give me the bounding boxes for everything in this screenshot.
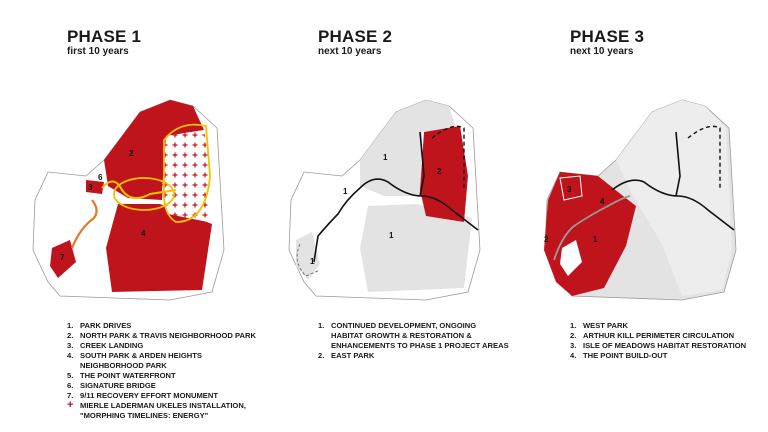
map-label: 1 bbox=[389, 231, 394, 240]
legend-item: 5.THE POINT WATERFRONT bbox=[67, 371, 176, 380]
south-park-area bbox=[360, 204, 472, 292]
legend-item: 3.CREEK LANDING bbox=[67, 341, 144, 350]
park-drive-branch bbox=[675, 131, 681, 197]
map-label: 4 bbox=[600, 197, 605, 206]
monument-area bbox=[50, 240, 76, 278]
west-inner-area bbox=[560, 240, 582, 276]
signature-bridge-path bbox=[101, 180, 177, 200]
phase-3-legend: 1.WEST PARK 2.ARTHUR KILL PERIMETER CIRC… bbox=[570, 321, 746, 361]
legend-item: 1.PARK DRIVES bbox=[67, 321, 132, 330]
phase-1-legend: 1.PARK DRIVES 2.NORTH PARK & TRAVIS NEIG… bbox=[67, 321, 256, 421]
phase-2-legend: 1.CONTINUED DEVELOPMENT, ONGOING HABITAT… bbox=[318, 321, 509, 361]
legend-item: 6.SIGNATURE BRIDGE bbox=[67, 381, 156, 390]
waterfront-path bbox=[162, 123, 211, 223]
park-drive bbox=[611, 179, 735, 231]
map-label: 2 bbox=[544, 235, 549, 244]
phase-1-subtitle: first 10 years bbox=[67, 46, 129, 57]
west-area bbox=[296, 232, 320, 280]
legend-item: 4.SOUTH PARK & ARDEN HEIGHTS NEIGHBORHOO… bbox=[67, 351, 202, 370]
bridge-ring bbox=[113, 177, 175, 211]
map-label: 3 bbox=[567, 185, 572, 194]
map-label: 1 bbox=[593, 235, 598, 244]
phase-2-title: PHASE 2 bbox=[318, 27, 393, 46]
map-label: 1 bbox=[383, 153, 388, 162]
map-label: 1 bbox=[310, 257, 315, 266]
legend-item: 2.ARTHUR KILL PERIMETER CIRCULATION bbox=[570, 331, 735, 340]
phase-2-panel: PHASE 2 next 10 years 1 1 2 1 1 1.CONTIN… bbox=[256, 0, 512, 432]
legend-item: +MIERLE LADERMAN UKELES INSTALLATION, "M… bbox=[67, 399, 246, 421]
north-park-area bbox=[104, 100, 204, 200]
park-drive-branch bbox=[419, 131, 425, 197]
map-label: 1 bbox=[343, 187, 348, 196]
map-label: 3 bbox=[88, 183, 93, 192]
legend-item: 3.ISLE OF MEADOWS HABITAT RESTORATION bbox=[570, 341, 747, 350]
legend-item: 7.9/11 RECOVERY EFFORT MONUMENT bbox=[67, 391, 218, 400]
legend-item: 1.WEST PARK bbox=[570, 321, 628, 330]
phase-2-map: 1 1 2 1 1 bbox=[288, 99, 481, 301]
phase-1-panel: PHASE 1 first 10 years 2 6 3 4 7 bbox=[0, 0, 256, 432]
map-label: 4 bbox=[141, 229, 146, 238]
north-park-area bbox=[360, 100, 456, 196]
map-label: 2 bbox=[437, 167, 442, 176]
legend-item: 1.CONTINUED DEVELOPMENT, ONGOING HABITAT… bbox=[318, 321, 509, 350]
phase-2-subtitle: next 10 years bbox=[318, 46, 382, 57]
phase-3-map: 3 4 2 1 bbox=[544, 99, 737, 301]
dashed-path bbox=[431, 125, 465, 190]
creek-landing-area bbox=[86, 180, 104, 194]
south-park-area bbox=[106, 204, 212, 292]
phase-1-map: 2 6 3 4 7 bbox=[32, 99, 225, 301]
isle-of-meadows-area bbox=[559, 175, 583, 201]
recovery-path bbox=[70, 199, 98, 249]
dashed-path bbox=[687, 125, 721, 190]
map-label: 2 bbox=[129, 149, 134, 158]
map-label: 7 bbox=[60, 253, 65, 262]
phase-3-title: PHASE 3 bbox=[570, 27, 645, 46]
map-label: 6 bbox=[98, 173, 103, 182]
plus-icon: + bbox=[67, 399, 74, 411]
park-drive bbox=[313, 178, 479, 263]
legend-item: 2.NORTH PARK & TRAVIS NEIGHBORHOOD PARK bbox=[67, 331, 256, 340]
perimeter-path bbox=[553, 195, 631, 261]
phase-3-subtitle: next 10 years bbox=[570, 46, 634, 57]
east-area bbox=[616, 100, 732, 296]
installation-pattern bbox=[162, 130, 212, 222]
legend-item: 2.EAST PARK bbox=[318, 351, 375, 360]
east-park-area bbox=[420, 126, 468, 222]
phase-1-title: PHASE 1 bbox=[67, 27, 142, 46]
legend-item: 4.THE POINT BUILD-OUT bbox=[570, 351, 668, 360]
phase-3-panel: PHASE 3 next 10 years 3 4 2 1 1.WEST PAR… bbox=[512, 0, 768, 432]
